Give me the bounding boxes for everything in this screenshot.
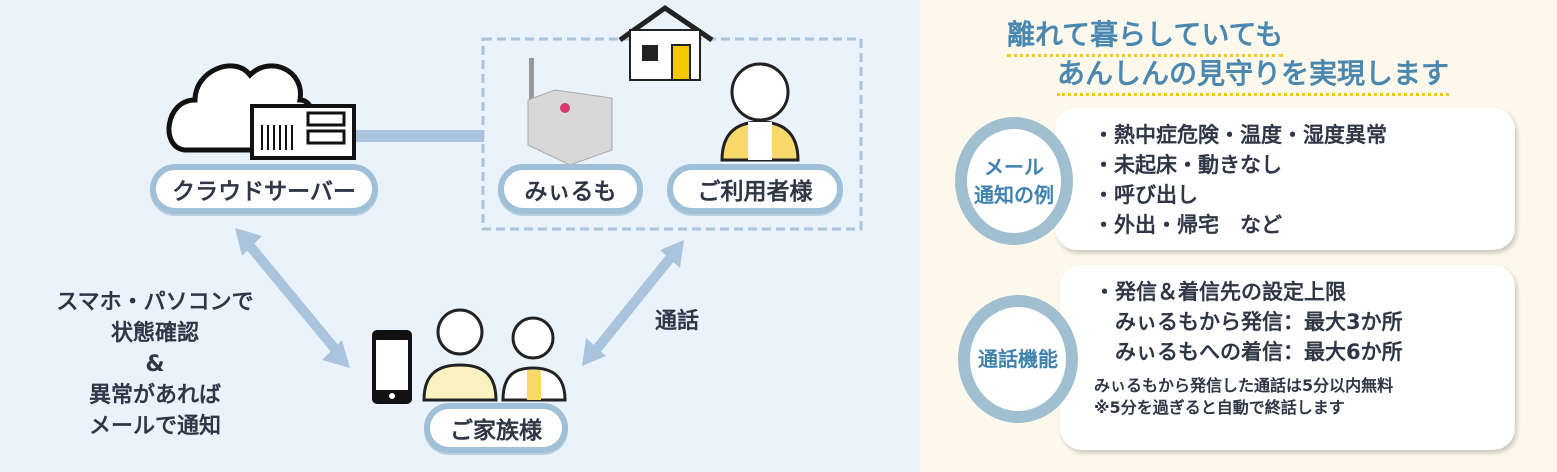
note-line: 異常があれば — [88, 383, 221, 408]
connection-line — [352, 130, 484, 142]
family-icon — [422, 308, 567, 402]
feature-panel: 離れて暮らしていても あんしんの見守りを実現します ・熱中症危険・温度・湿度異常… — [920, 0, 1557, 472]
mail-card: ・熱中症危険・温度・湿度異常 ・未起床・動きなし ・呼び出し ・外出・帰宅 など — [1055, 108, 1515, 250]
smartphone-icon — [372, 330, 412, 404]
mail-badge: メール通知の例 — [955, 117, 1073, 245]
call-item: みぃるもから発信：最大3か所 — [1094, 310, 1403, 334]
note-line: 状態確認 — [110, 321, 199, 346]
device-icon — [527, 58, 613, 166]
note-line: & — [145, 352, 165, 377]
mail-item: ・呼び出し — [1093, 183, 1198, 207]
note-line: メールで通知 — [88, 414, 221, 439]
family-label: ご家族様 — [424, 403, 568, 453]
call-note: みぃるもから発信した通話は5分以内無料 — [1094, 376, 1394, 395]
cloud-server-label: クラウドサーバー — [150, 164, 378, 214]
call-card: ・発信＆着信先の設定上限 みぃるもから発信：最大3か所 みぃるもへの着信：最大6… — [1060, 265, 1515, 450]
call-item: みぃるもへの着信：最大6か所 — [1094, 340, 1403, 364]
diagram-graphics — [166, 4, 863, 404]
device-label: みぃるも — [498, 164, 643, 214]
mail-item: ・未起床・動きなし — [1093, 153, 1282, 177]
call-label: 通話 — [655, 309, 700, 334]
user-person-icon — [720, 62, 800, 162]
mail-item: ・熱中症危険・温度・湿度異常 — [1093, 123, 1387, 147]
call-item: ・発信＆着信先の設定上限 — [1094, 280, 1346, 304]
badge-line: メール — [984, 155, 1044, 179]
call-badge: 通話機能 — [958, 295, 1078, 423]
server-icon — [250, 104, 356, 160]
house-icon — [618, 4, 714, 81]
headline-line2: あんしんの見守りを実現します — [1057, 57, 1450, 96]
mail-item: ・外出・帰宅 など — [1093, 213, 1282, 237]
headline-line1: 離れて暮らしていても — [1007, 18, 1284, 57]
badge-line: 通知の例 — [974, 183, 1054, 207]
note-line: スマホ・パソコンで — [56, 290, 254, 315]
arrow-user-family — [582, 240, 684, 366]
monitoring-note: スマホ・パソコンで 状態確認 & 異常があれば メールで通知 — [20, 287, 290, 442]
user-label: ご利用者様 — [667, 164, 843, 214]
arrow-server-family — [235, 228, 350, 368]
call-note: ※5分を過ぎると自動で終話します — [1094, 398, 1345, 417]
system-diagram: クラウドサーバー みぃるも ご利用者様 ご家族様 スマホ・パソコンで 状態確認 … — [0, 0, 920, 472]
